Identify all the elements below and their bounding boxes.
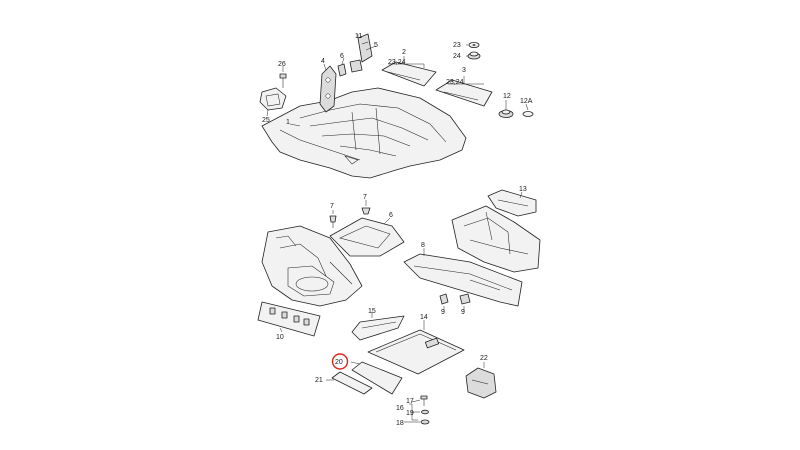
screw-part-26[interactable]: [279, 73, 287, 88]
clip-part-6-upper[interactable]: [337, 63, 347, 77]
strip-part-15[interactable]: [351, 315, 405, 341]
trunk-floor-right[interactable]: [451, 205, 541, 273]
callout-9-left[interactable]: 9: [441, 309, 445, 316]
callout-2[interactable]: 2: [402, 49, 406, 56]
leader-lines: [266, 34, 529, 423]
callout-20[interactable]: 20: [335, 359, 343, 366]
callout-3[interactable]: 3: [462, 67, 466, 74]
callout-7-right[interactable]: 7: [363, 194, 367, 201]
bumper-part-25[interactable]: [259, 87, 287, 111]
cover-part-6-lower[interactable]: [329, 217, 405, 257]
callout-9-right[interactable]: 9: [461, 309, 465, 316]
callout-labels: 1 2 23,24 3 23,24 4 5 6 11 25 26 23 24 1…: [262, 33, 533, 427]
plug-part-12[interactable]: [498, 109, 514, 118]
callout-6-lower[interactable]: 6: [389, 212, 393, 219]
floor-cover-part-14[interactable]: [367, 329, 465, 375]
callout-23[interactable]: 23: [453, 42, 461, 49]
callout-22[interactable]: 22: [480, 355, 488, 362]
clip-part-7-right[interactable]: [361, 207, 371, 215]
callout-5[interactable]: 5: [374, 42, 378, 49]
mat-part-3[interactable]: [435, 79, 493, 107]
nut-part-24[interactable]: [467, 51, 481, 60]
callout-10[interactable]: 10: [276, 334, 284, 341]
callout-4[interactable]: 4: [321, 58, 325, 65]
callout-2-sub: 23,24: [388, 59, 406, 66]
callout-25[interactable]: 25: [262, 117, 270, 124]
callout-1[interactable]: 1: [286, 119, 290, 126]
callout-12[interactable]: 12: [503, 93, 511, 100]
callout-18[interactable]: 18: [396, 420, 404, 427]
rear-panel-part-8[interactable]: [403, 253, 523, 307]
washer-part-19[interactable]: [421, 409, 429, 415]
washer-part-23[interactable]: [468, 42, 480, 49]
callout-11[interactable]: 11: [355, 33, 362, 40]
panel-part-10[interactable]: [257, 301, 321, 337]
bracket-part-4[interactable]: [319, 65, 337, 113]
callout-16[interactable]: 16: [396, 405, 404, 412]
callout-21[interactable]: 21: [315, 377, 323, 384]
trim-part-13[interactable]: [487, 189, 537, 217]
clip-part-9-left[interactable]: [439, 293, 449, 305]
panel-part-21[interactable]: [331, 371, 373, 395]
callout-13[interactable]: 13: [519, 186, 527, 193]
callout-26[interactable]: 26: [278, 61, 286, 68]
nut-part-18[interactable]: [420, 419, 430, 425]
bracket-part-22[interactable]: [465, 367, 497, 399]
screw-part-17[interactable]: [420, 395, 428, 406]
bracket-part-11[interactable]: [357, 33, 373, 63]
callout-8[interactable]: 8: [421, 242, 425, 249]
clip-part-7-left[interactable]: [329, 215, 337, 228]
clip-part-5[interactable]: [349, 59, 363, 73]
floor-pan-part-1[interactable]: [261, 87, 467, 179]
callout-17[interactable]: 17: [406, 398, 414, 405]
callout-14[interactable]: 14: [420, 314, 428, 321]
callout-6-upper[interactable]: 6: [340, 53, 344, 60]
callout-24[interactable]: 24: [453, 53, 461, 60]
highlight-ring-callout-20: [331, 353, 349, 370]
clip-part-9-right[interactable]: [459, 293, 471, 305]
trunk-floor-left[interactable]: [261, 225, 363, 307]
callout-3-sub: 23,24: [446, 79, 464, 86]
callout-12a[interactable]: 12A: [520, 98, 533, 105]
mat-part-2[interactable]: [381, 61, 437, 87]
callout-15[interactable]: 15: [368, 308, 376, 315]
callout-19[interactable]: 19: [406, 410, 414, 417]
plug-part-12a[interactable]: [522, 111, 534, 117]
callout-7-left[interactable]: 7: [330, 203, 334, 210]
panel-part-20[interactable]: [351, 361, 403, 395]
